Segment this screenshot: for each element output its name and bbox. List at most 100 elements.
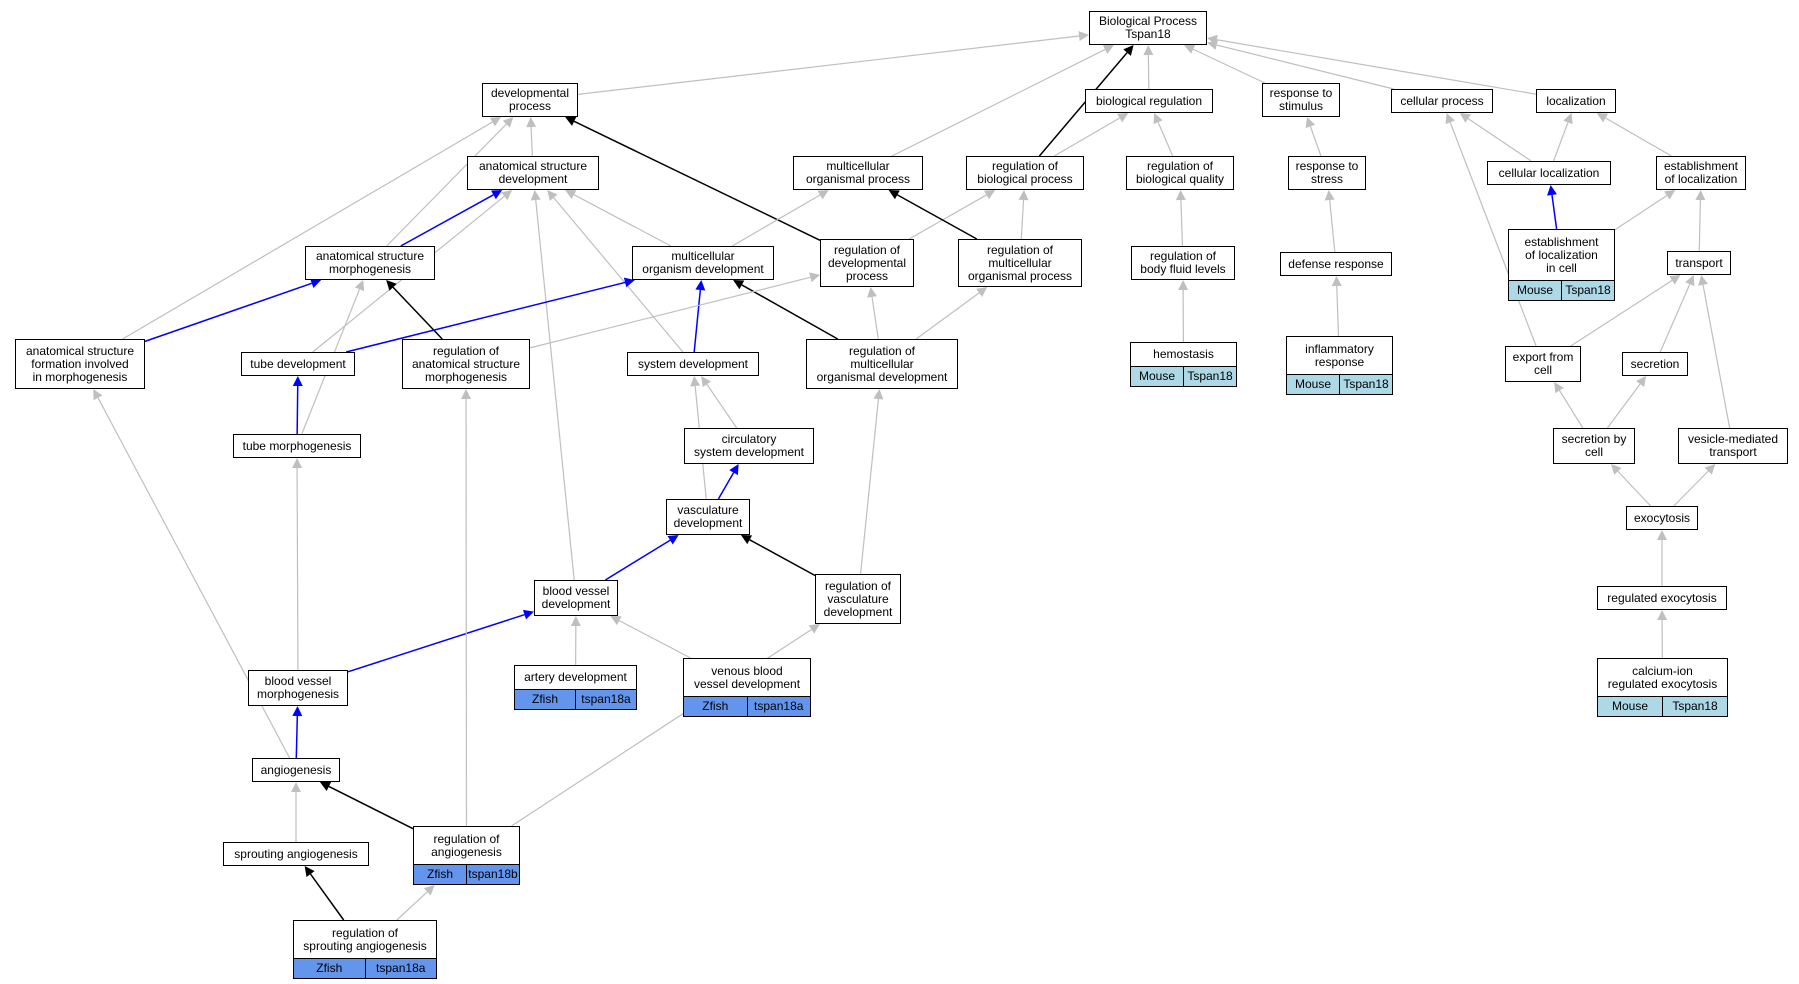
node-establishment-of-localization[interactable]: establishment of localization — [1656, 156, 1746, 190]
node-export-from-cell[interactable]: export from cell — [1505, 346, 1581, 382]
species-cell: Mouse — [1138, 369, 1176, 383]
edge-regvascdev-to-regmultidev — [859, 398, 880, 575]
node-label: regulation of body fluid levels — [1140, 249, 1226, 276]
edge-regbioqual-to-bioreg — [1157, 121, 1174, 157]
arrowhead-sysdev — [701, 376, 711, 388]
arrowhead-establoc — [1664, 190, 1676, 200]
edge-asdev-to-devproc — [530, 126, 533, 157]
node-cellular-localization[interactable]: cellular localization — [1487, 161, 1611, 185]
node-cellular-process[interactable]: cellular process — [1391, 89, 1493, 113]
node-regulation-of-body-fluid-levels[interactable]: regulation of body fluid levels — [1131, 246, 1235, 280]
edge-regsprout-to-regangio — [396, 891, 428, 921]
node-label: exocytosis — [1633, 510, 1691, 525]
edge-asmorph-to-asdev — [400, 194, 494, 247]
edge-bvmorph-to-bvdev — [347, 613, 525, 673]
arrowhead-transport — [1698, 275, 1708, 286]
node-label: export from cell — [1512, 350, 1574, 377]
edge-multidev-to-asdev — [573, 194, 672, 247]
node-secretion-by-cell[interactable]: secretion by cell — [1553, 428, 1635, 464]
node-blood-vessel-morphogenesis[interactable]: blood vessel morphogenesis — [248, 670, 348, 706]
node-label: vasculature development — [673, 503, 743, 530]
node-circulatory-system-development[interactable]: circulatory system development — [684, 428, 814, 464]
arrowhead-vascdev — [740, 535, 753, 545]
node-label: anatomical structure formation involved … — [25, 343, 135, 384]
edge-regsprout-to-sproutangio — [309, 873, 345, 921]
edge-exocytosis-to-vesicletrans — [1673, 470, 1709, 507]
node-label: system development — [637, 356, 749, 371]
node-tube-morphogenesis[interactable]: tube morphogenesis — [233, 434, 361, 458]
node-anatomical-structure-formation-involved-in-morphogenesis[interactable]: anatomical structure formation involved … — [15, 339, 145, 389]
node-biological-process[interactable]: Biological Process Tspan18 — [1089, 11, 1207, 45]
node-multicellular-organism-development[interactable]: multicellular organism development — [632, 246, 774, 280]
edge-secbycell-to-exportcell — [1558, 390, 1584, 429]
species-cell: Zfish — [531, 692, 558, 706]
node-sprouting-angiogenesis[interactable]: sprouting angiogenesis — [223, 842, 369, 866]
node-regulation-of-biological-process[interactable]: regulation of biological process — [966, 156, 1084, 190]
arrowhead-regbioqual — [1175, 190, 1186, 201]
edge-bvmorph-to-tubemorph — [296, 467, 299, 671]
node-biological-regulation[interactable]: biological regulation — [1085, 89, 1213, 113]
edge-regasmorph-to-regdevproc — [529, 276, 811, 349]
node-angiogenesis[interactable]: angiogenesis — [252, 758, 340, 782]
node-exocytosis[interactable]: exocytosis — [1626, 506, 1698, 530]
edge-exocytosis-to-secbycell — [1617, 470, 1652, 507]
node-tube-development[interactable]: tube development — [241, 352, 355, 376]
arrowhead-asformation — [93, 389, 103, 401]
edge-bvdev-to-vascdev — [604, 539, 671, 581]
arrowhead-circsysdev — [729, 464, 739, 476]
arrowhead-transport — [1685, 275, 1695, 287]
arrowhead-localization — [1596, 113, 1608, 123]
node-regulated-exocytosis[interactable]: regulated exocytosis — [1597, 586, 1727, 610]
edge-regvascdev-to-vascdev — [749, 539, 816, 577]
arrowhead-localization — [1563, 113, 1573, 125]
edge-cellloc-to-localization — [1552, 122, 1569, 162]
node-regulation-of-anatomical-structure-morphogenesis[interactable]: regulation of anatomical structure morph… — [402, 339, 530, 389]
arrowhead-bioreg — [1153, 113, 1163, 125]
arrowhead-bp — [1184, 44, 1196, 54]
arrowhead-bp — [1102, 45, 1114, 54]
node-anatomical-structure-morphogenesis[interactable]: anatomical structure morphogenesis — [305, 246, 435, 280]
node-system-development[interactable]: system development — [627, 352, 759, 376]
edge-vascdev-to-circsysdev — [717, 472, 735, 500]
node-secretion[interactable]: secretion — [1622, 352, 1688, 376]
edge-regmultidev-to-multidev — [741, 284, 839, 340]
node-developmental-process[interactable]: developmental process — [482, 83, 578, 117]
node-regulation-of-multicellular-organismal-process[interactable]: regulation of multicellular organismal p… — [958, 239, 1082, 287]
node-regulation-of-multicellular-organismal-development[interactable]: regulation of multicellular organismal d… — [806, 339, 958, 389]
node-regulation-of-vasculature-development[interactable]: regulation of vasculature development — [815, 574, 901, 624]
gene-cell: Tspan18 — [1339, 375, 1392, 394]
node-response-to-stress[interactable]: response to stress — [1288, 156, 1366, 190]
node-anatomical-structure-development[interactable]: anatomical structure development — [467, 156, 599, 190]
edge-regdevproc-to-regbioproc — [908, 194, 987, 240]
node-blood-vessel-development[interactable]: blood vessel development — [534, 580, 618, 616]
node-label: secretion by cell — [1561, 432, 1627, 459]
node-label: cellular process — [1400, 93, 1484, 108]
node-response-to-stimulus[interactable]: response to stimulus — [1262, 83, 1340, 117]
arrowhead-bvdev — [522, 609, 534, 620]
node-multicellular-organismal-process[interactable]: multicellular organismal process — [793, 156, 923, 190]
node-vasculature-development[interactable]: vasculature development — [666, 499, 750, 535]
node-transport[interactable]: transport — [1667, 251, 1731, 275]
edge-sysdev-to-multidev — [693, 289, 702, 353]
node-label: anatomical structure development — [478, 159, 588, 186]
arrowhead-tubemorph — [292, 458, 303, 469]
arrowhead-regdevproc — [867, 287, 877, 298]
node-defense-response[interactable]: defense response — [1280, 252, 1392, 276]
arrowhead-bp — [1078, 31, 1089, 41]
node-regulation-of-developmental-process[interactable]: regulation of developmental process — [820, 239, 914, 287]
node-regulation-of-biological-quality[interactable]: regulation of biological quality — [1126, 156, 1234, 190]
arrowhead-multidev — [733, 280, 745, 290]
node-vesicle-mediated-transport[interactable]: vesicle-mediated transport — [1678, 428, 1788, 464]
node-localization[interactable]: localization — [1536, 89, 1616, 113]
arrowhead-regmultidev — [873, 389, 884, 400]
